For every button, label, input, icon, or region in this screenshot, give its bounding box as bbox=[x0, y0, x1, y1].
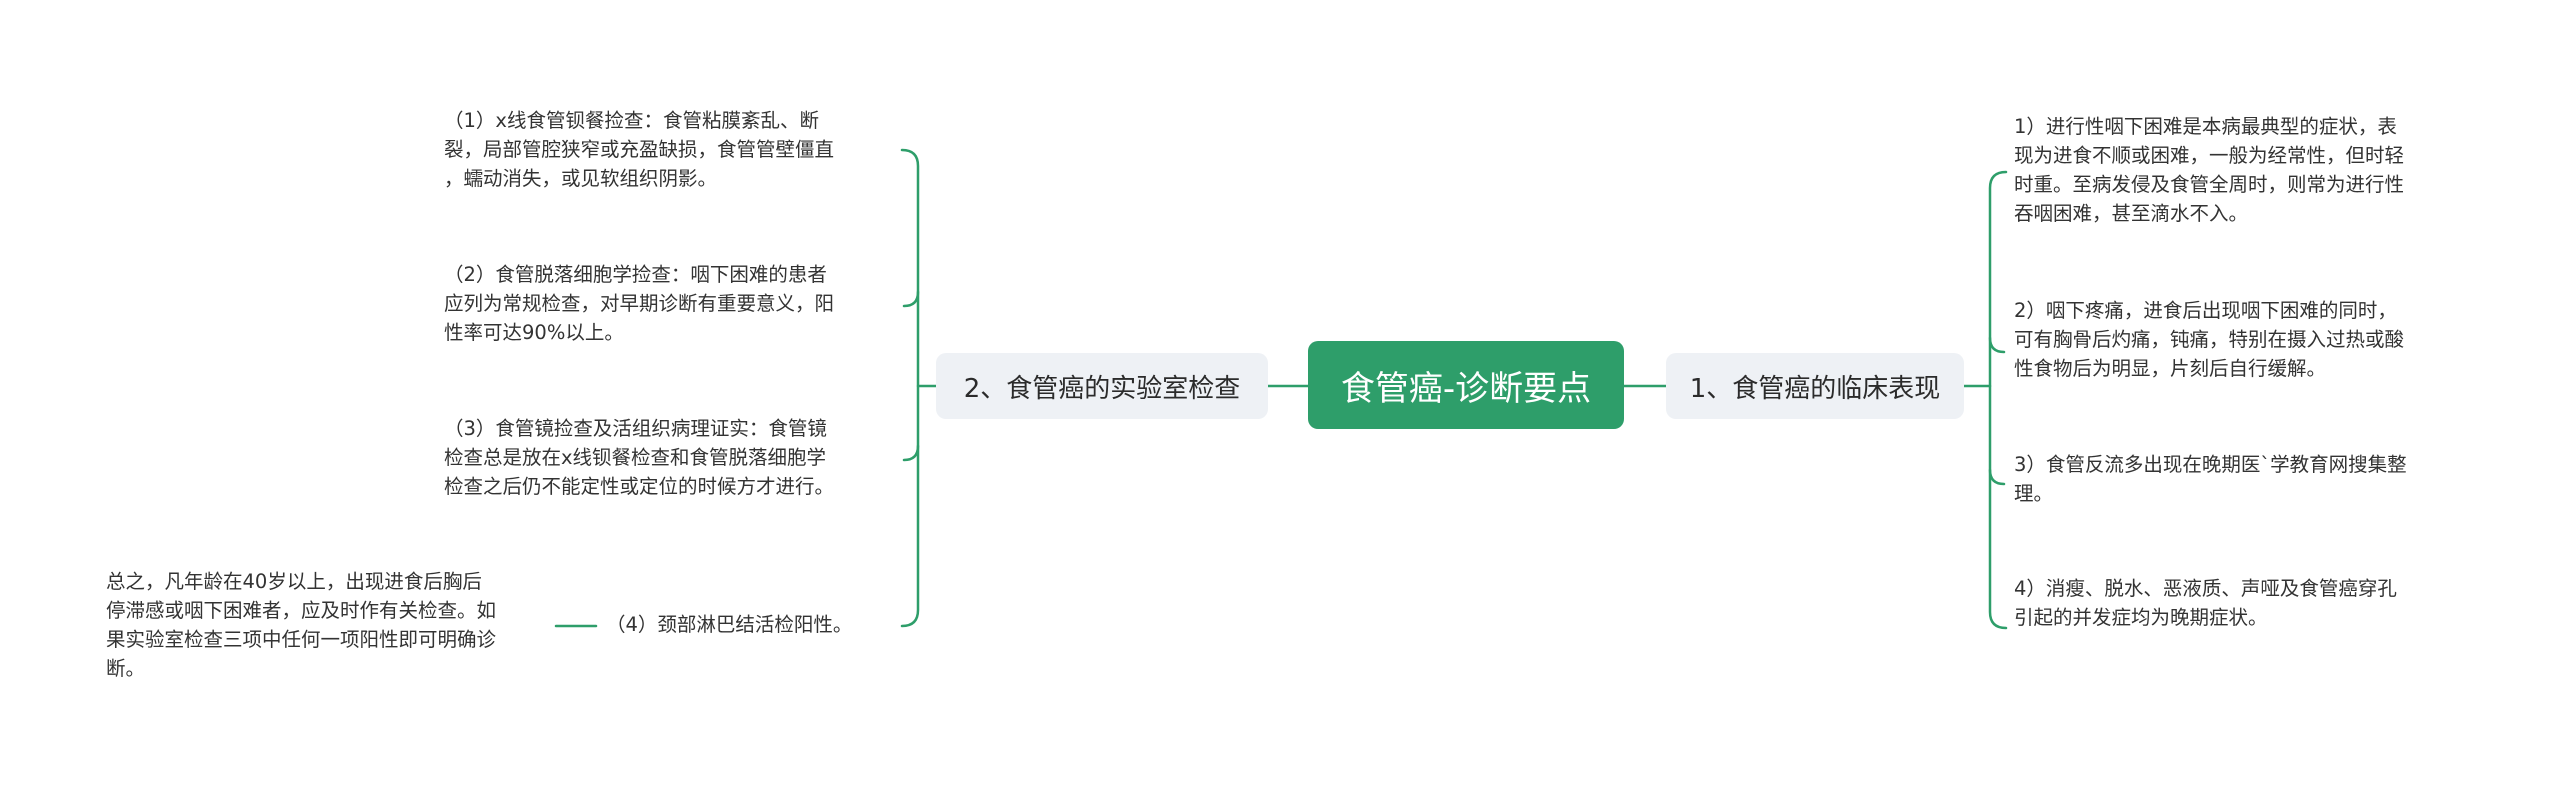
leaf-line: （4）颈部淋巴结活检阳性。 bbox=[606, 613, 853, 636]
branch-clinical-manifestations-label: 1、食管癌的临床表现 bbox=[1689, 373, 1941, 404]
leaf-line: 应列为常规检查，对早期诊断有重要意义，阳 bbox=[444, 292, 835, 315]
leaf-line: （2）食管脱落细胞学捡查：咽下困难的患者 bbox=[444, 263, 827, 286]
leaf-line: 检查总是放在x线钡餐检查和食管脱落细胞学 bbox=[444, 446, 827, 469]
leaf-line: 2）咽下疼痛，进食后出现咽下困难的同时， bbox=[2014, 299, 2397, 322]
connector-left-tick-3 bbox=[902, 444, 920, 462]
leaf-line: 引起的并发症均为晚期症状。 bbox=[2014, 606, 2268, 629]
leaf-line: （3）食管镜捡查及活组织病理证实：食管镜 bbox=[444, 417, 827, 440]
root-topic-label: 食管癌-诊断要点 bbox=[1340, 368, 1592, 409]
leaf-line: 果实验室检查三项中任何一项阳性即可明确诊 bbox=[106, 628, 497, 651]
leaf-line: （1）x线食管钡餐捡查：食管粘膜紊乱、断 bbox=[444, 109, 819, 132]
leaf-note-summary[interactable]: 总之，凡年龄在40岁以上，出现进食后胸后 停滞感或咽下困难者，应及时作有关检查。… bbox=[106, 567, 552, 683]
leaf-line: ，蠕动消失，或见软组织阴影。 bbox=[444, 167, 718, 190]
leaf-line: 吞咽困难，甚至滴水不入。 bbox=[2014, 202, 2249, 225]
leaf-line: 可有胸骨后灼痛，钝痛，特别在摄入过热或酸 bbox=[2014, 328, 2405, 351]
leaf-line: 检查之后仍不能定性或定位的时候方才进行。 bbox=[444, 475, 835, 498]
leaf-line: 3）食管反流多出现在晚期医`学教育网搜集整 bbox=[2014, 453, 2407, 476]
leaf-line: 总之，凡年龄在40岁以上，出现进食后胸后 bbox=[106, 570, 482, 593]
leaf-right-3[interactable]: 3）食管反流多出现在晚期医`学教育网搜集整 理。 bbox=[2014, 450, 2484, 508]
connector-right-bracket bbox=[1988, 170, 2008, 630]
leaf-line: 停滞感或咽下困难者，应及时作有关检查。如 bbox=[106, 599, 497, 622]
leaf-line: 4）消瘦、脱水、恶液质、声哑及食管癌穿孔 bbox=[2014, 577, 2397, 600]
leaf-left-1[interactable]: （1）x线食管钡餐捡查：食管粘膜紊乱、断 裂，局部管腔狭窄或充盈缺损，食管管壁僵… bbox=[444, 106, 898, 193]
connector-right-tick-3 bbox=[1988, 468, 2006, 486]
leaf-line: 性食物后为明显，片刻后自行缓解。 bbox=[2014, 357, 2327, 380]
leaf-right-2[interactable]: 2）咽下疼痛，进食后出现咽下困难的同时， 可有胸骨后灼痛，钝痛，特别在摄入过热或… bbox=[2014, 296, 2484, 383]
branch-clinical-manifestations[interactable]: 1、食管癌的临床表现 bbox=[1666, 353, 1964, 419]
root-topic[interactable]: 食管癌-诊断要点 bbox=[1308, 341, 1624, 429]
leaf-line: 性率可达90%以上。 bbox=[444, 321, 624, 344]
branch-laboratory-tests[interactable]: 2、食管癌的实验室检查 bbox=[936, 353, 1268, 419]
leaf-line: 1）进行性咽下困难是本病最典型的症状，表 bbox=[2014, 115, 2397, 138]
connector-left-tick-2 bbox=[902, 290, 920, 308]
leaf-line: 理。 bbox=[2014, 482, 2054, 505]
connector-left-bracket bbox=[900, 148, 920, 628]
leaf-line: 现为进食不顺或困难，一般为经常性，但时轻 bbox=[2014, 144, 2405, 167]
leaf-left-3[interactable]: （3）食管镜捡查及活组织病理证实：食管镜 检查总是放在x线钡餐检查和食管脱落细胞… bbox=[444, 414, 898, 501]
branch-laboratory-tests-label: 2、食管癌的实验室检查 bbox=[963, 373, 1241, 404]
leaf-line: 时重。至病发侵及食管全周时，则常为进行性 bbox=[2014, 173, 2405, 196]
leaf-line: 裂，局部管腔狭窄或充盈缺损，食管管壁僵直 bbox=[444, 138, 835, 161]
leaf-right-4[interactable]: 4）消瘦、脱水、恶液质、声哑及食管癌穿孔 引起的并发症均为晚期症状。 bbox=[2014, 574, 2484, 632]
connector-right-tick-2 bbox=[1988, 336, 2006, 354]
leaf-right-1[interactable]: 1）进行性咽下困难是本病最典型的症状，表 现为进食不顺或困难，一般为经常性，但时… bbox=[2014, 112, 2484, 228]
leaf-line: 断。 bbox=[106, 657, 146, 680]
leaf-left-2[interactable]: （2）食管脱落细胞学捡查：咽下困难的患者 应列为常规检查，对早期诊断有重要意义，… bbox=[444, 260, 898, 347]
leaf-left-4[interactable]: （4）颈部淋巴结活检阳性。 bbox=[606, 610, 902, 639]
